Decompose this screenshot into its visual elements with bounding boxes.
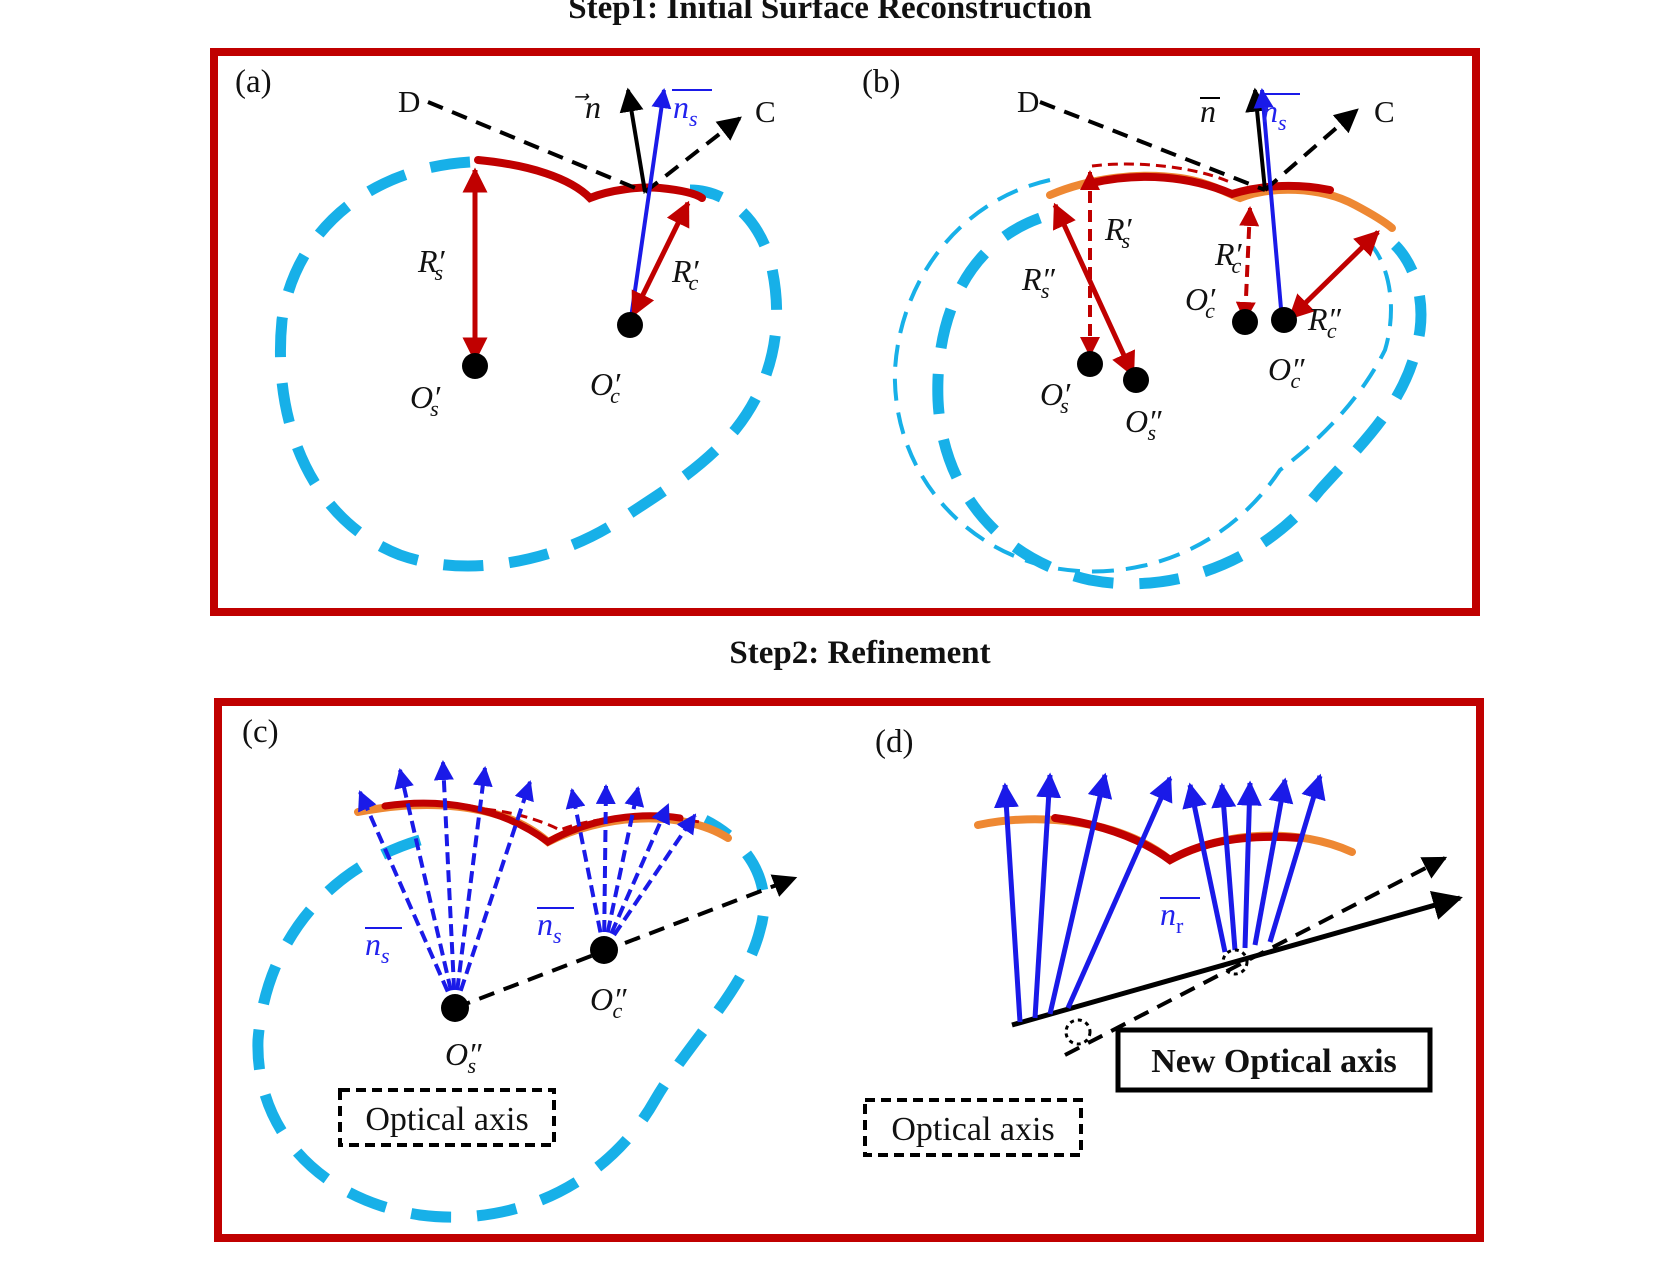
- panel-a-radius-rc: [630, 200, 691, 318]
- panel-b-label-ns: ns: [1262, 93, 1287, 135]
- panel-b-point-d: D: [1017, 84, 1039, 119]
- panel-b-label-rc-dprime: R″c: [1307, 301, 1342, 343]
- panel-b-thick-contour: [932, 212, 1427, 590]
- panel-a-normal-n: [619, 87, 647, 193]
- panel-b-surface: [1088, 172, 1334, 199]
- panel-b-center-oc-dprime: [1271, 307, 1297, 333]
- normal-ray-1: [993, 782, 1023, 1023]
- panel-b-label-rc-prime: R′c: [1214, 236, 1243, 278]
- panel-a-label-ns: ns: [673, 89, 698, 131]
- panel-a-label-rs: R′s: [417, 243, 446, 285]
- panel-a-center-os: [462, 353, 488, 379]
- normal-ray-2: [1032, 772, 1062, 1019]
- panel-c-center-oc: [590, 936, 618, 964]
- panel-c-optical-axis-line: [454, 874, 798, 1010]
- panel-c-label-ns-right: ns: [537, 906, 562, 948]
- panel-a-surface: [474, 156, 706, 203]
- panel-b-label: (b): [862, 64, 900, 100]
- fan-s-ray-4: [453, 766, 493, 1009]
- normal-ray-4: [1065, 775, 1173, 1010]
- panel-a-label-os: O′s: [410, 379, 441, 421]
- panel-a-dashed-contour: [274, 156, 783, 572]
- panel-b-surface-prev: [1091, 162, 1233, 185]
- panel-c-label-oc: O″c: [590, 981, 627, 1023]
- fan-s-ray-1: [358, 790, 457, 1009]
- panel-a-center-oc: [617, 312, 643, 338]
- panel-d-normals: [993, 772, 1326, 1023]
- panel-a-label-rc: R′c: [671, 253, 700, 295]
- normal-ray-7: [1236, 780, 1262, 949]
- step2-title: Step2: Refinement: [729, 635, 990, 671]
- fan-c-ray-5: [602, 813, 697, 952]
- fan-c-ray-4: [602, 803, 670, 951]
- panel-b-center-oc-prime: [1232, 309, 1258, 335]
- panel-b-label-rs-prime: R′s: [1104, 211, 1133, 253]
- panel-b-radius-rc-prime: [1235, 206, 1260, 322]
- panel-b-center-os-prime: [1077, 351, 1103, 377]
- panel-c-optical-axis-box: [338, 1088, 556, 1147]
- fan-s-ray-5: [453, 780, 534, 1009]
- normal-ray-5: [1182, 782, 1228, 953]
- panel-d-new-axis-line: [1011, 890, 1463, 1028]
- fan-s-ray-2: [394, 768, 457, 1009]
- normal-ray-3: [1047, 772, 1113, 1015]
- panel-b-point-c: C: [1374, 94, 1395, 129]
- panel-b-label-oc-dprime: O″c: [1268, 351, 1305, 393]
- normal-ray-8: [1252, 777, 1294, 946]
- panel-b-thin-contour: [892, 178, 1393, 574]
- panel-a: (a) D C ⃗n ns R′s R′c: [235, 64, 783, 572]
- panel-a-line-d: [427, 100, 646, 194]
- panel-d-old-center-1: [1064, 1018, 1092, 1046]
- panel-d-label-nr: nr: [1160, 896, 1184, 938]
- panel-b-label-rs-dprime: R″s: [1021, 261, 1056, 303]
- step2-frame: [214, 698, 1484, 1242]
- panel-b-label-oc-prime: O′c: [1185, 281, 1216, 323]
- panel-c-optical-axis-text: Optical axis: [365, 1101, 528, 1138]
- panel-b-label-n: n: [1200, 93, 1216, 129]
- panel-d-new-axis-text: New Optical axis: [1151, 1043, 1397, 1080]
- panel-c-label-os: O″s: [445, 1036, 482, 1078]
- panel-a-line-c: [643, 116, 742, 194]
- panel-b: (b) D C n ns: [862, 64, 1427, 590]
- panel-d-old-center-2: [1221, 948, 1249, 976]
- panel-c-center-os: [441, 994, 469, 1022]
- panel-d: (d) nr New Optical axis: [863, 724, 1463, 1157]
- panel-c-surface-prev: [469, 806, 701, 832]
- panel-a-label-n: ⃗n: [575, 89, 601, 125]
- panel-b-label-os-dprime: O″s: [1125, 403, 1162, 445]
- panel-b-normal-ns: [1253, 88, 1284, 321]
- fan-c-ray-3: [602, 786, 645, 951]
- panel-d-new-axis-box: [1115, 1027, 1433, 1093]
- panel-b-label-os-prime: O′s: [1040, 376, 1071, 418]
- panel-a-point-c: C: [755, 94, 776, 129]
- normal-ray-6: [1211, 782, 1238, 951]
- panel-d-optical-axis-box: [863, 1098, 1083, 1157]
- step1-frame: [210, 48, 1480, 616]
- panel-c-label-ns-left: ns: [365, 926, 390, 968]
- step1-title: Step1: Initial Surface Reconstruction: [568, 0, 1091, 26]
- fan-c-ray-1: [565, 788, 606, 951]
- fan-c-ray-2: [595, 784, 616, 951]
- panel-c-label: (c): [242, 714, 279, 750]
- panel-b-line-d: [1039, 100, 1266, 192]
- panel-c-surface: [381, 799, 684, 847]
- panel-d-label: (d): [875, 724, 913, 760]
- panel-a-label: (a): [235, 64, 272, 100]
- panel-b-line-c: [1263, 108, 1359, 192]
- normal-ray-9: [1267, 773, 1326, 943]
- panel-c-dashed-contour: [252, 815, 770, 1223]
- panel-b-center-os-dprime: [1123, 367, 1149, 393]
- panel-b-radius-rc-dprime: [1288, 230, 1380, 320]
- panel-d-optical-axis-text: Optical axis: [891, 1111, 1054, 1148]
- panel-a-point-d: D: [398, 84, 420, 119]
- fan-s-ray-3: [433, 760, 457, 1009]
- panel-c-fan-s: [358, 760, 534, 1009]
- panel-b-radius-rs-dprime: [1052, 202, 1136, 378]
- panel-a-label-oc: O′c: [590, 366, 621, 408]
- panel-c-fan-c: [565, 784, 697, 952]
- panel-c: (c) ns ns: [242, 714, 798, 1223]
